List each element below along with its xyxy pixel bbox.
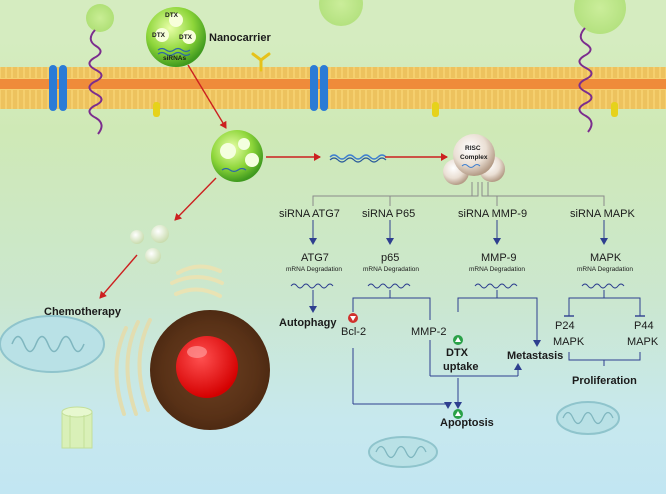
sirna-mmp9-label: siRNA MMP-9 <box>458 208 528 220</box>
mmp9-label: MMP-9 <box>481 252 517 264</box>
sirna-strand-icon <box>329 154 387 160</box>
upregulation-icon <box>453 335 463 345</box>
apoptosis-label: Apoptosis <box>440 417 494 429</box>
mrna-squiggle <box>290 283 625 289</box>
mapk-label: MAPK <box>590 252 622 264</box>
red-arrows <box>99 64 448 299</box>
downregulation-icon <box>348 313 358 323</box>
membrane-protein-icon <box>153 102 160 117</box>
risc-label: RISC <box>465 145 481 152</box>
upregulation-icon <box>453 409 463 419</box>
nanocarrier-icon <box>146 7 206 67</box>
internalized-vesicle-icon <box>211 130 263 182</box>
receptor-coil-icon <box>578 27 593 133</box>
p65-label: p65 <box>381 252 400 264</box>
faded-sphere <box>319 0 363 26</box>
dtx-uptake-label: DTX <box>446 347 468 359</box>
sirna-mapk-label: siRNA MAPK <box>570 208 635 220</box>
bcl2-label: Bcl-2 <box>341 326 367 338</box>
autophagy-label: Autophagy <box>279 317 337 329</box>
proliferation-label: Proliferation <box>572 375 637 387</box>
mrna-degradation-label: mRNA Degradation <box>577 266 633 273</box>
metastasis-label: Metastasis <box>507 350 564 362</box>
p24-mapk-label: MAPK <box>553 336 585 348</box>
pathway-branches <box>312 182 605 206</box>
membrane-channel-icon <box>49 65 67 111</box>
mrna-degradation-label: mRNA Degradation <box>363 266 419 273</box>
sirnas-label: siRNAs <box>163 55 187 62</box>
drug-sphere-icon <box>130 230 144 244</box>
mitochondrion-icon <box>368 436 438 468</box>
receptor-coil-icon <box>88 29 103 135</box>
ligand-icon <box>251 52 271 72</box>
sirna-strand-icon <box>329 157 387 163</box>
cylinder-organelle-icon <box>61 406 93 449</box>
mrna-degradation-label: mRNA Degradation <box>286 266 342 273</box>
sirna-atg7-label: siRNA ATG7 <box>279 208 340 220</box>
nucleus-icon <box>150 310 270 430</box>
risc-complex-icon <box>443 134 505 185</box>
atg7-label: ATG7 <box>301 252 329 264</box>
faded-sphere <box>574 0 626 34</box>
membrane-protein-icon <box>611 102 618 117</box>
faded-sphere <box>86 4 114 32</box>
mmp2-label: MMP-2 <box>411 326 447 338</box>
mitochondrion-icon <box>0 315 105 373</box>
sirna-p65-label: siRNA P65 <box>362 208 416 220</box>
membrane-protein-icon <box>432 102 439 117</box>
nanocarrier-label: Nanocarrier <box>209 32 271 44</box>
chemotherapy-label: Chemotherapy <box>44 306 122 318</box>
drug-sphere-icon <box>151 225 169 243</box>
golgi-apparatus-icon <box>170 264 224 298</box>
p44-mapk-label: MAPK <box>627 336 659 348</box>
pathway-arrows <box>309 220 645 409</box>
risc-label: Complex <box>460 154 488 161</box>
er-icon <box>114 318 152 416</box>
membrane-channel-icon <box>310 65 328 111</box>
dtx-label: DTX <box>165 12 178 19</box>
cell-membrane <box>0 67 666 109</box>
p44-label: P44 <box>634 320 654 332</box>
mrna-degradation-label: mRNA Degradation <box>469 266 525 273</box>
drug-sphere-icon <box>145 248 161 264</box>
dtx-uptake-label: uptake <box>443 361 479 373</box>
dtx-label: DTX <box>152 32 165 39</box>
dtx-label: DTX <box>179 34 192 41</box>
p24-label: P24 <box>555 320 575 332</box>
mitochondrion-icon <box>556 401 620 435</box>
